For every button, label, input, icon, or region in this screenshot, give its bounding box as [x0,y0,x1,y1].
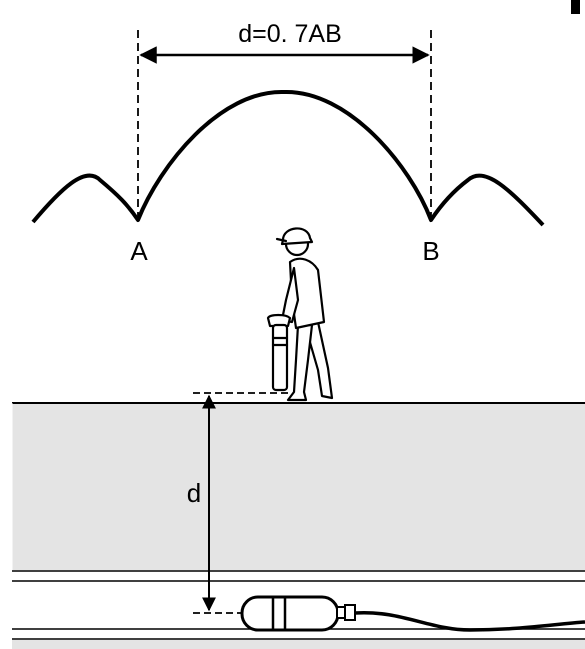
sonde-icon [240,595,356,632]
signal-curve [31,89,545,227]
duct-bottom-fill [12,640,585,649]
ground-layer [12,403,585,570]
operator-figure-icon [266,227,334,402]
point-b-label: B [422,236,439,266]
sonde-cable [354,610,585,632]
formula-label: d=0. 7AB [238,20,342,48]
point-a-label: A [130,236,148,266]
depth-label: d [187,478,201,508]
cropped-corner-glyph [571,0,580,14]
